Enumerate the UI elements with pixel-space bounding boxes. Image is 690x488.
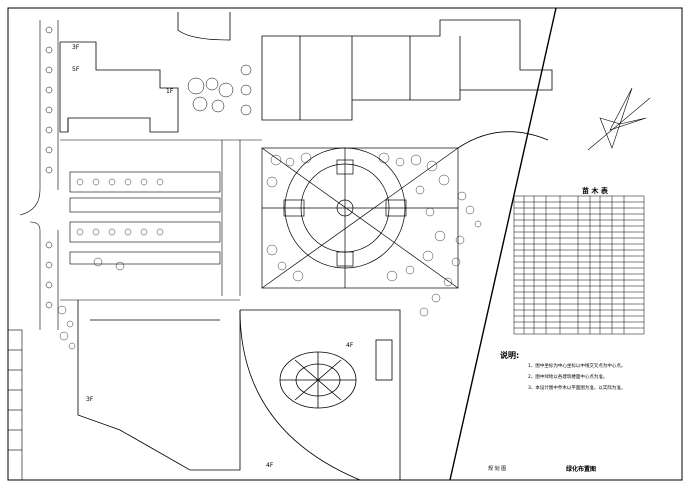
drawing-frame bbox=[7, 7, 683, 481]
building-northeast bbox=[261, 19, 553, 121]
tree-cluster-east bbox=[419, 191, 482, 317]
note-item: 2、图中绿地以各建筑楼面中心点为准。 bbox=[528, 375, 608, 380]
plaza-trees bbox=[266, 152, 450, 282]
plant-table bbox=[513, 195, 645, 335]
note-item: 1、图中坐标为中心坐标以中线交叉点为中心点。 bbox=[528, 364, 626, 369]
plant-table-title: 苗 木 表 bbox=[582, 187, 608, 195]
middle-west-blocks bbox=[60, 139, 262, 301]
note-item: 3、本设计图中乔木以平面图为准，以实际为准。 bbox=[528, 386, 626, 391]
arc-walkway bbox=[457, 131, 549, 149]
floor-label-4f-south: 4F bbox=[346, 342, 354, 349]
west-street bbox=[19, 20, 59, 330]
middle-west-trees bbox=[76, 178, 164, 271]
building-south bbox=[239, 309, 401, 481]
building-north-small bbox=[177, 12, 231, 41]
floor-label-5f: 5F bbox=[72, 66, 80, 73]
building-southwest bbox=[77, 300, 241, 471]
building-northwest bbox=[59, 41, 179, 133]
notes-heading: 说明: bbox=[500, 351, 520, 360]
floor-label-1f: 1F bbox=[166, 88, 174, 95]
tree-cluster-north bbox=[187, 64, 252, 116]
title-strip bbox=[7, 329, 23, 481]
design-notes: 说明: 1、图中坐标为中心坐标以中线交叉点为中心点。 2、图中绿地以各建筑楼面中… bbox=[500, 350, 670, 394]
site-boundary-line bbox=[449, 7, 557, 481]
floor-label-3f-southwest: 3F bbox=[86, 396, 94, 403]
floor-label-3f: 3F bbox=[72, 44, 80, 51]
floor-label-4f-bottom: 4F bbox=[266, 462, 274, 469]
drawing-scale-note: 规 划 图 bbox=[488, 466, 507, 472]
central-plaza bbox=[261, 147, 459, 289]
west-tree-row bbox=[45, 26, 53, 309]
tree-cluster-southwest bbox=[57, 305, 76, 350]
drawing-title: 绿化布置图 bbox=[566, 466, 597, 473]
north-arrow-icon bbox=[587, 87, 651, 151]
